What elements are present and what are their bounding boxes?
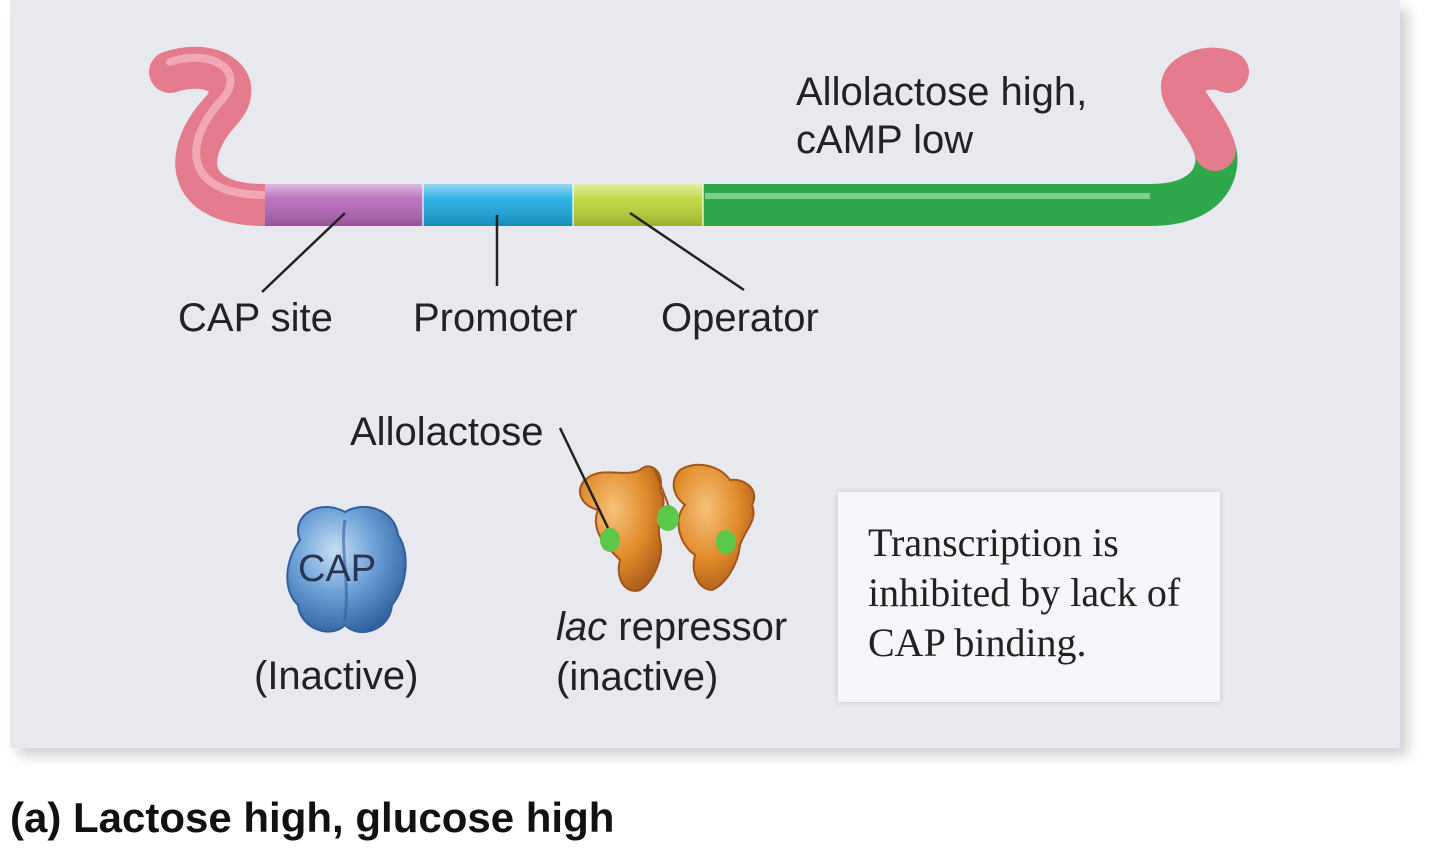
- cap-site-label: CAP site: [178, 296, 333, 340]
- figure-caption: (a) Lactose high, glucose high: [10, 794, 615, 841]
- operator-leader: [629, 211, 745, 292]
- repressor-label: lac repressor (inactive): [556, 602, 787, 702]
- allolactose-molecule: [716, 530, 736, 554]
- cap-protein: [286, 506, 407, 634]
- dna-left-flank: [149, 46, 286, 226]
- result-box: Transcription is inhibited by lack of CA…: [838, 492, 1220, 702]
- allolactose-molecule: [657, 505, 679, 531]
- promoter-label: Promoter: [413, 296, 578, 340]
- repressor-name-line: lac repressor: [556, 602, 787, 652]
- condition-line-1: Allolactose high,: [796, 70, 1088, 114]
- condition-line-2: cAMP low: [796, 118, 974, 162]
- repressor-gene-name: lac: [556, 605, 608, 649]
- condition-label: Allolactose high, cAMP low: [796, 68, 1087, 164]
- cap-site-leader: [261, 212, 346, 293]
- allolactose-leader: [558, 427, 610, 529]
- allolactose-label: Allolactose: [350, 410, 544, 454]
- repressor-state: (inactive): [556, 655, 719, 699]
- allolactose-molecule: [600, 528, 620, 552]
- cap-state-label: (Inactive): [254, 654, 419, 698]
- dna-right-flank: [1161, 47, 1249, 171]
- lac-repressor-protein: [578, 463, 756, 592]
- result-text: Transcription is inhibited by lack of CA…: [868, 520, 1181, 665]
- cap-protein-label: CAP: [298, 548, 377, 590]
- repressor-name-rest: repressor: [607, 605, 788, 649]
- operator-label: Operator: [661, 296, 819, 340]
